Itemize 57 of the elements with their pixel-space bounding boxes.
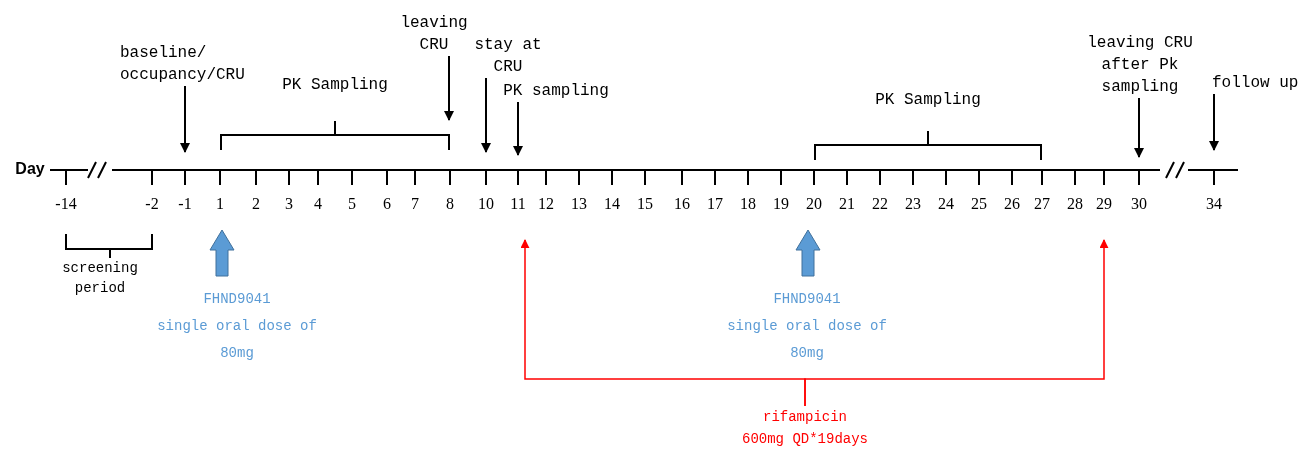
annotation-text: baseline/ occupancy/CRU [120,43,246,86]
dose-label: 600mg QD*19days [741,430,869,449]
tick-label: 27 [1034,194,1050,214]
dose-label: FHND9041 [772,290,842,309]
tick-label: 29 [1096,194,1112,214]
tick-label: 28 [1067,194,1083,214]
tick-label: 10 [478,194,494,214]
dose-label: rifampicin [762,408,848,427]
tick-label: 8 [446,194,454,214]
tick-label: 13 [571,194,587,214]
tick-label: 2 [252,194,260,214]
tick-label: -1 [178,194,192,214]
tick-label: 4 [314,194,322,214]
axis-label: Day [15,159,45,179]
tick-label: 1 [216,194,224,214]
tick-label: 26 [1004,194,1020,214]
dose-label: single oral dose of 80mg [156,317,318,363]
arrow [481,77,491,153]
tick-label: 30 [1131,194,1147,214]
tick-label: 22 [872,194,888,214]
arrow [1134,97,1144,158]
bracket-arrow [804,239,1109,407]
tick-label: -14 [55,194,77,214]
arrow [180,85,190,153]
bracket-label: PK Sampling [874,90,982,111]
tick-label: 3 [285,194,293,214]
tick-label: 5 [348,194,356,214]
tick-label: 25 [971,194,987,214]
arrow [1209,93,1219,151]
block-arrow [209,229,235,277]
tick-label: 14 [604,194,620,214]
tick-label: 34 [1206,194,1222,214]
tick-label: 19 [773,194,789,214]
tick-label: 16 [674,194,690,214]
annotation-text: PK sampling [502,81,610,102]
annotation-text: stay at CRU [474,35,542,78]
tick-label: 23 [905,194,921,214]
tick-label: -2 [145,194,159,214]
arrow [513,101,523,156]
annotation-text: follow up [1212,73,1300,94]
dose-label: FHND9041 [202,290,272,309]
tick-label: 21 [839,194,855,214]
tick-label: 12 [538,194,554,214]
tick-label: 15 [637,194,653,214]
tick-label: 17 [707,194,723,214]
tick-label: 6 [383,194,391,214]
period-label: screening period [61,259,139,298]
tick-label: 20 [806,194,822,214]
dose-label: single oral dose of 80mg [726,317,888,363]
annotation-text: leaving CRU after Pk sampling [1086,33,1194,98]
annotation-text: leaving CRU [399,13,469,56]
arrow [444,55,454,121]
block-arrow [795,229,821,277]
tick-label: 24 [938,194,954,214]
tick-label: 7 [411,194,419,214]
tick-label: 11 [510,194,526,214]
tick-label: 18 [740,194,756,214]
